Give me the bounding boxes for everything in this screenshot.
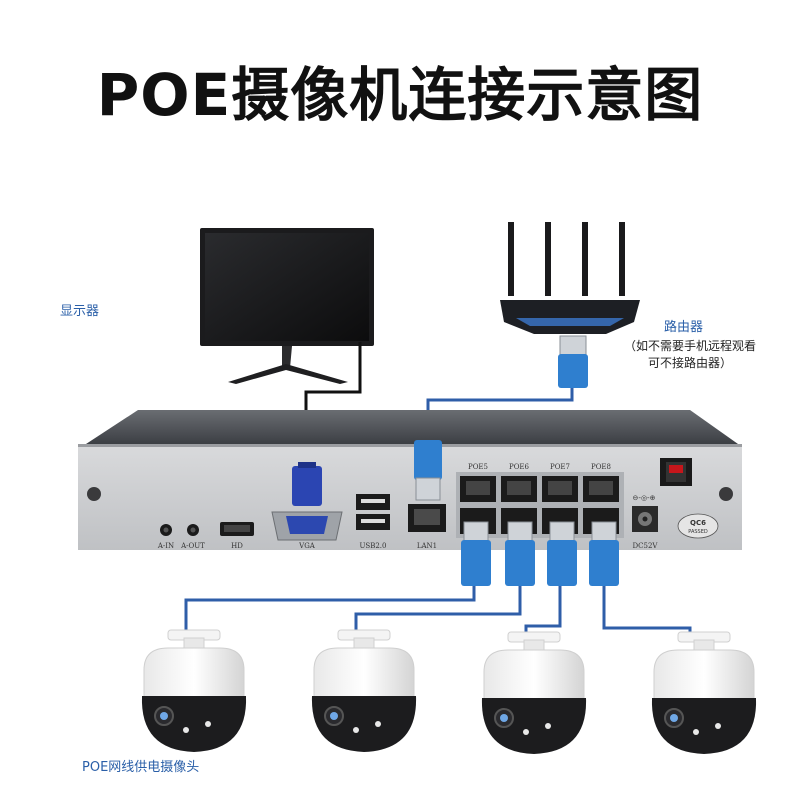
router-note: （如不需要手机远程观看 可不接路由器）: [600, 338, 780, 372]
monitor-label: 显示器: [60, 304, 100, 319]
router-antenna-3: [582, 222, 588, 296]
poe-connector-2: [505, 521, 535, 586]
monitor-neck: [282, 346, 292, 368]
poe-cable-2: [354, 585, 522, 634]
router-note-line-1: （如不需要手机远程观看: [623, 339, 756, 353]
cameras-label: POE网线供电摄像头: [82, 760, 200, 775]
qc-label-2: PASSED: [688, 529, 708, 535]
svg-text:⊖-◎-⊕: ⊖-◎-⊕: [633, 494, 656, 502]
router-antenna-4: [619, 222, 625, 296]
vga-port: [286, 516, 328, 534]
router-connector: [558, 335, 588, 388]
router-label: 路由器: [664, 320, 704, 335]
dc-label: DC52V: [633, 542, 659, 550]
poe6-label: POE6: [509, 463, 530, 471]
router-note-line-2: 可不接路由器）: [647, 356, 732, 370]
poe5-label: POE5: [468, 463, 488, 471]
poe8-label: POE8: [591, 463, 611, 471]
camera-1: [141, 629, 247, 752]
poe-cable-4: [602, 585, 692, 636]
router-antenna-2: [545, 222, 551, 296]
router-body: [500, 300, 640, 334]
lan-connector: [414, 440, 442, 501]
qc-label-1: QC6: [690, 519, 706, 527]
poe-connector-3: [547, 521, 577, 586]
vga-plug: [292, 466, 322, 506]
a-out-label: A-OUT: [180, 542, 205, 550]
vga-label: VGA: [298, 542, 316, 550]
monitor-screen: [205, 233, 369, 341]
lan-label: LAN1: [417, 542, 437, 550]
hd-label: HD: [231, 542, 243, 550]
qc-sticker: [677, 513, 719, 539]
page-title: POE摄像机连接示意图: [96, 61, 704, 129]
router-light: [516, 318, 624, 326]
camera-4: [650, 631, 758, 755]
router-antenna-1: [508, 222, 514, 296]
poe-ports: [460, 476, 619, 534]
poe-connector-4: [589, 521, 619, 586]
poe-connector-1: [461, 521, 491, 586]
usb-label: USB2.0: [360, 542, 387, 550]
poe-cable-1: [184, 585, 476, 634]
nvr-screw-right: [719, 487, 733, 501]
nvr-top: [86, 410, 738, 444]
monitor-stand: [228, 364, 348, 384]
camera-2: [310, 629, 418, 753]
monitor: [200, 228, 374, 384]
rj45-connectors: [414, 335, 619, 586]
a-in-label: A-IN: [157, 542, 174, 550]
camera-3: [480, 631, 588, 755]
poe-cable-3: [524, 585, 562, 636]
nvr: A-IN A-OUT HD VGA USB2.0 LAN1 POE5 POE6 …: [78, 410, 742, 550]
poe7-label: POE7: [550, 463, 570, 471]
router: [500, 222, 640, 334]
nvr-screw-left: [87, 487, 101, 501]
